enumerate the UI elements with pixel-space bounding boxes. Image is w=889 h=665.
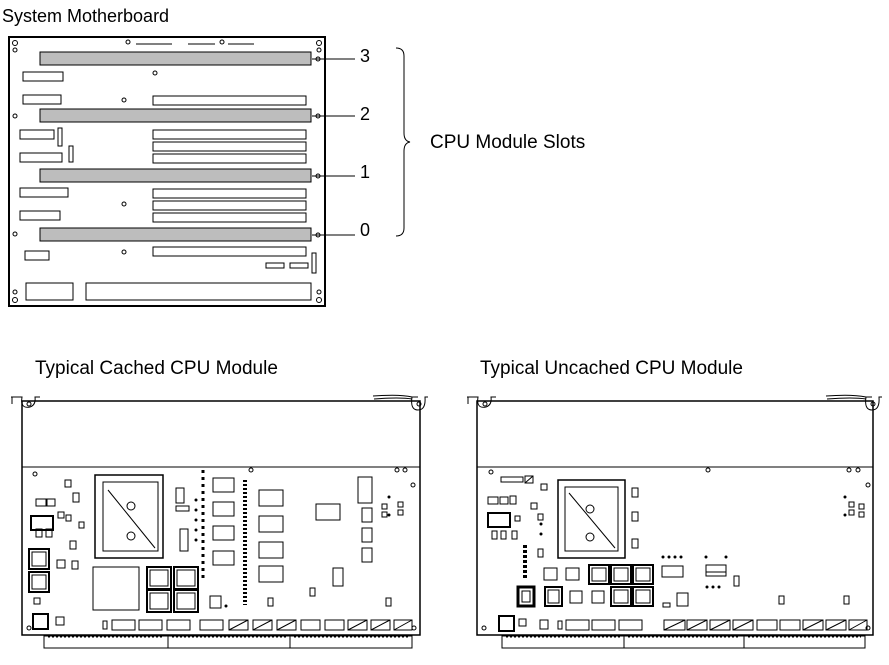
slot-label-2: 2	[360, 104, 371, 124]
slot-label-3: 3	[360, 46, 371, 66]
slot-label-1: 1	[360, 162, 371, 182]
cpu-slot-2	[39, 108, 312, 123]
cpu-slots-bracket	[395, 47, 411, 237]
uncached-cpu-module	[467, 394, 882, 649]
cpu-slot-1	[39, 168, 312, 183]
motherboard-title: System Motherboard	[2, 6, 170, 26]
cpu-module-slots-label: CPU Module Slots	[430, 132, 586, 153]
cached-module-title: Typical Cached CPU Module	[35, 358, 278, 379]
uncached-module-title: Typical Uncached CPU Module	[480, 358, 743, 379]
cpu-slot-0	[39, 227, 312, 242]
motherboard	[8, 36, 355, 307]
cpu-slot-3	[39, 51, 312, 66]
slot-label-0: 0	[360, 220, 371, 240]
cached-cpu-module	[11, 394, 428, 649]
